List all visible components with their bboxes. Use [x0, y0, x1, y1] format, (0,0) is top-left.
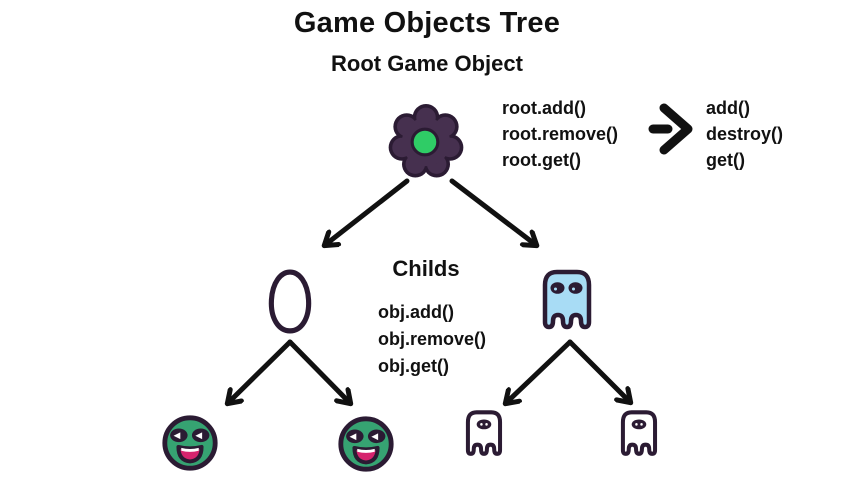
mini-ghost-sprite-icon	[620, 410, 658, 456]
child-method-remove: obj.remove()	[378, 329, 487, 349]
childs-label: Childs	[392, 256, 460, 281]
egg-sprite-icon	[268, 269, 312, 334]
mini-ghost-sprite-icon	[465, 410, 503, 456]
ghost-sprite-icon	[542, 269, 592, 330]
edge-root-to-ghost	[449, 178, 536, 245]
root-methods-list: root.add() root.remove() root.get()	[502, 95, 618, 173]
edge-ghost-to-mini-right	[567, 339, 630, 402]
gear-icon	[388, 104, 464, 178]
page-title: Game Objects Tree	[293, 7, 561, 39]
bean-sprite-icon	[338, 416, 394, 472]
root-game-object-label: Root Game Object	[331, 51, 523, 76]
engine-method-destroy: destroy()	[706, 124, 784, 144]
arrow-right-icon	[648, 103, 693, 155]
edge-root-to-egg	[325, 178, 410, 245]
child-methods-list: obj.add() obj.remove() obj.get()	[378, 299, 486, 380]
engine-method-get: get()	[706, 150, 745, 170]
child-method-add: obj.add()	[378, 302, 454, 322]
engine-methods-list: add() destroy() get()	[706, 95, 783, 173]
edge-egg-to-bean-left	[228, 339, 293, 403]
root-method-add: root.add()	[502, 98, 586, 118]
child-method-get: obj.get()	[378, 356, 449, 376]
bean-sprite-icon	[162, 415, 218, 471]
root-method-remove: root.remove()	[502, 124, 619, 144]
root-method-get: root.get()	[502, 150, 581, 170]
engine-method-add: add()	[706, 98, 750, 118]
edge-egg-to-bean-right	[287, 339, 350, 403]
edge-ghost-to-mini-left	[506, 339, 573, 403]
